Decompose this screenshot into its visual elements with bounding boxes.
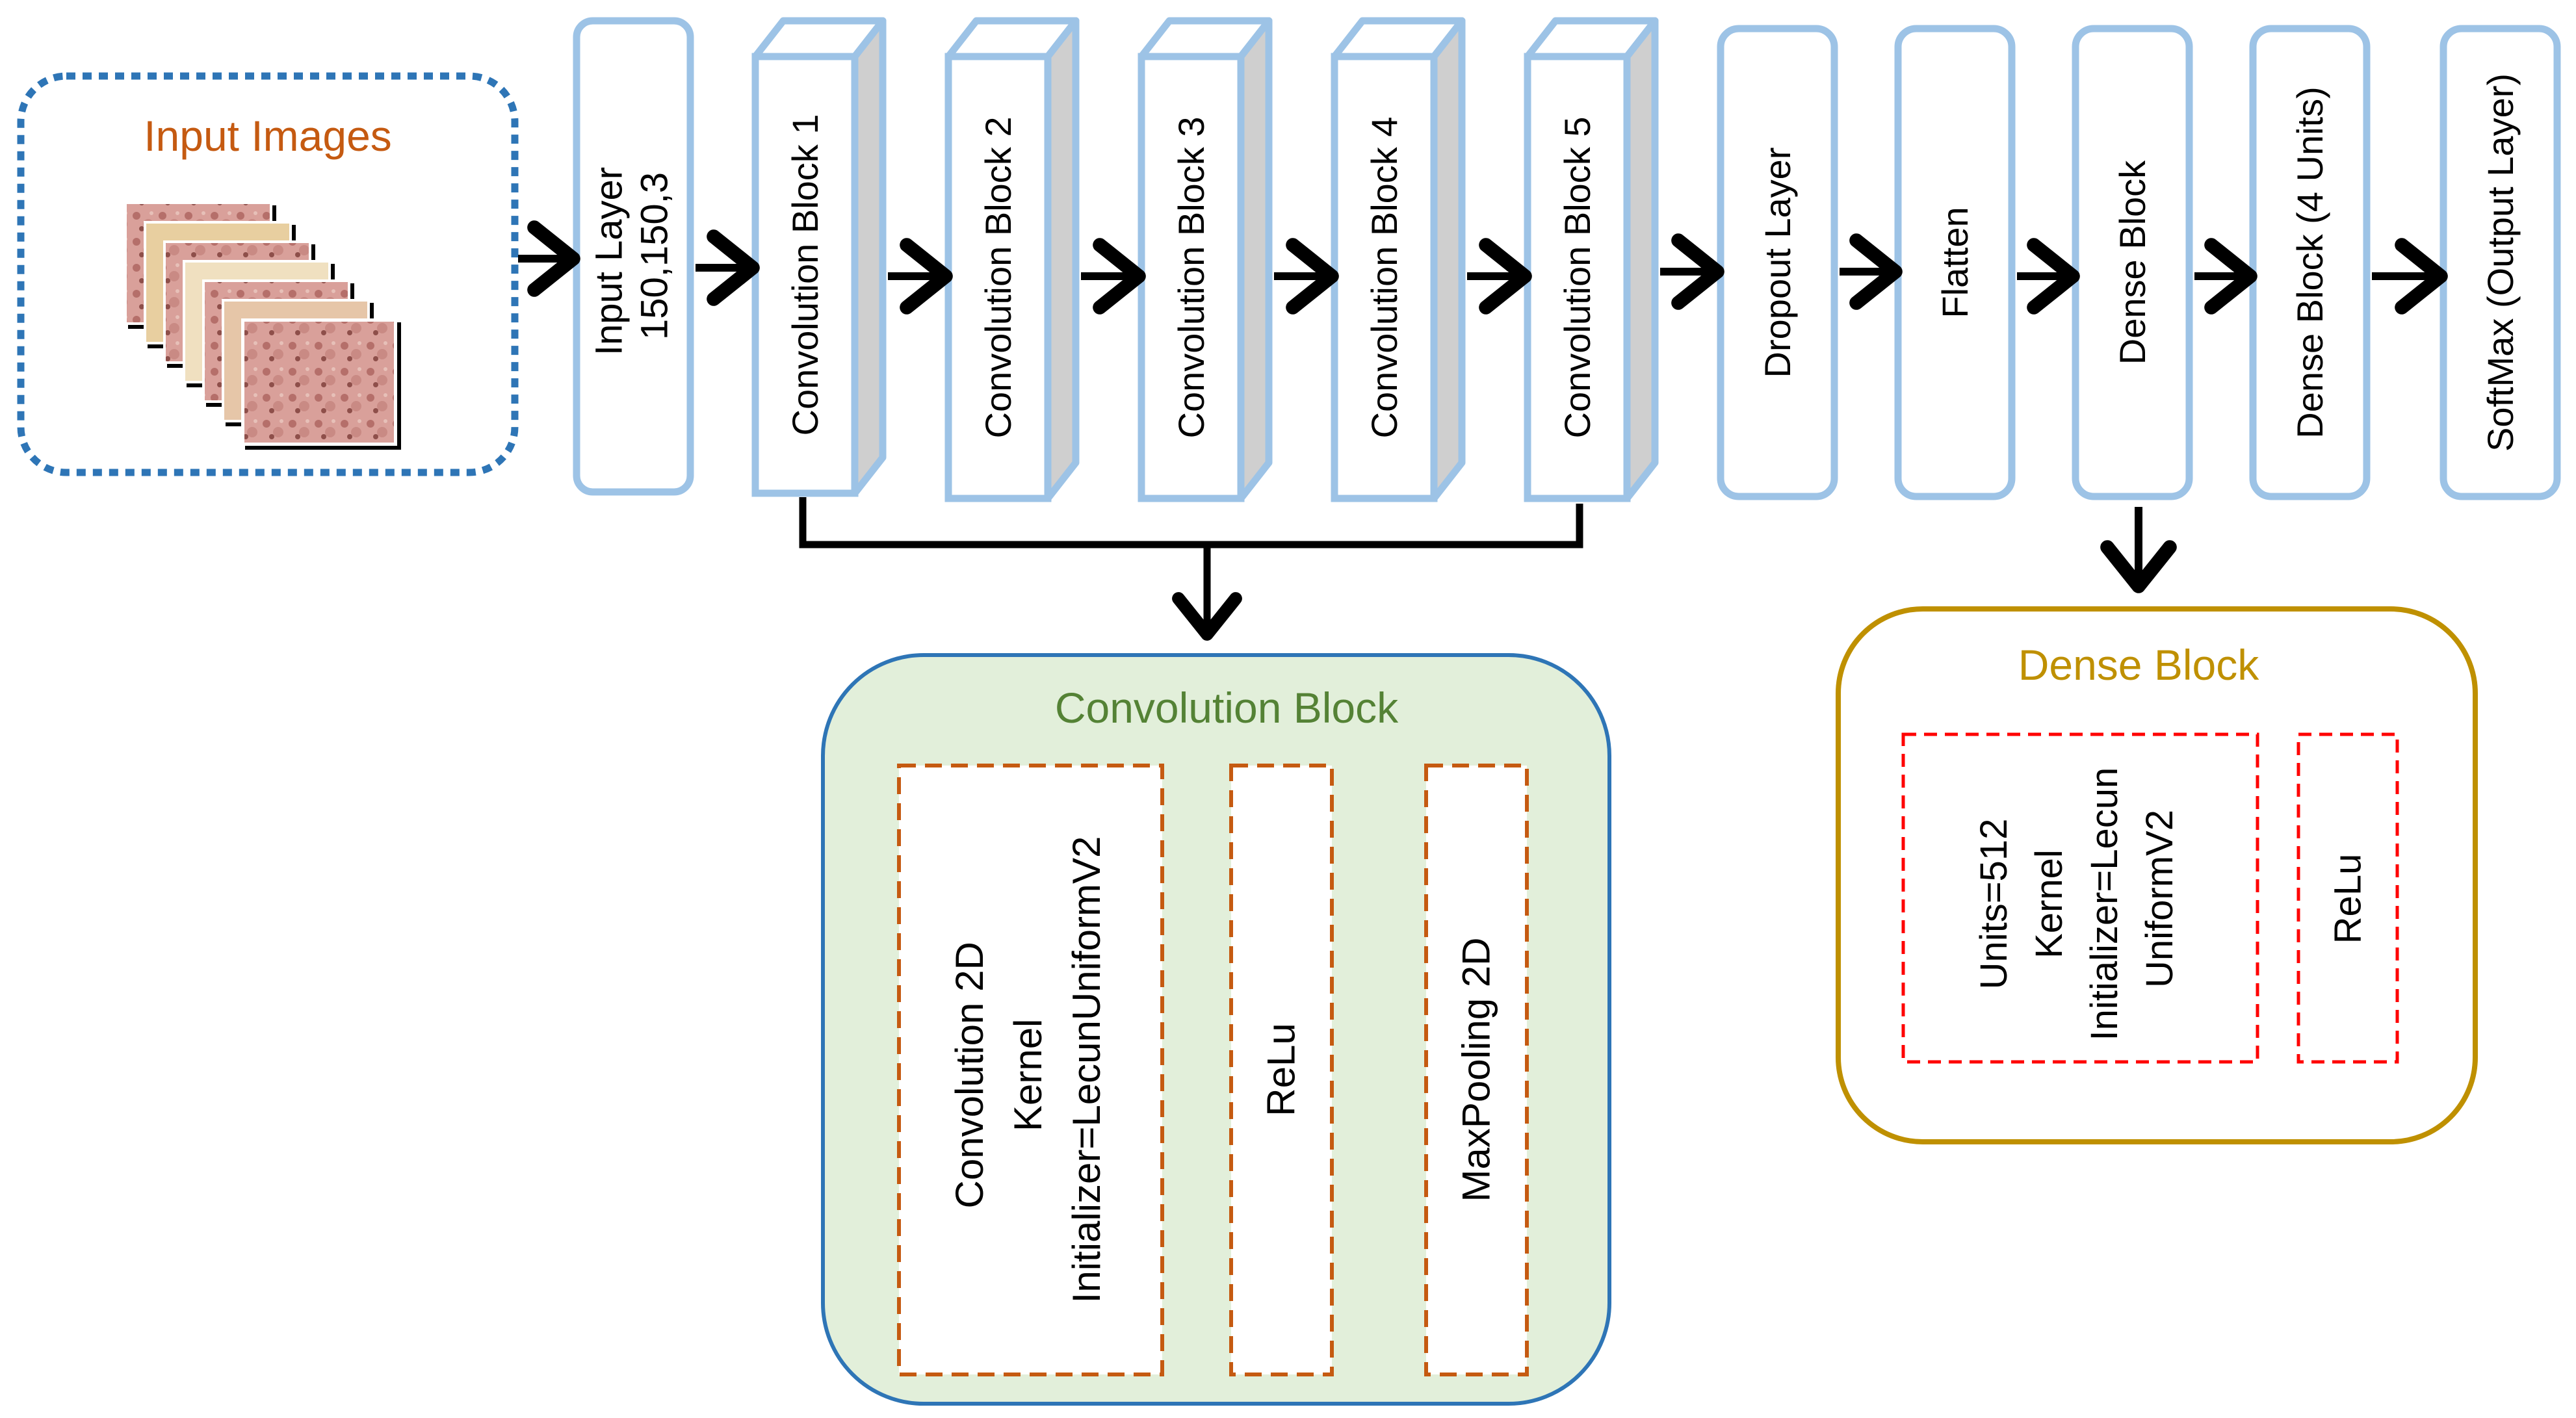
dense-units-box: Units=512 Kernel Initializer=Lecun Unifo…: [1901, 732, 2259, 1064]
conv-block-2: Convolution Block 2: [944, 17, 1080, 502]
convolution-block-title: Convolution Block: [1055, 684, 1399, 732]
dense-units-line2: Kernel: [2028, 849, 2070, 959]
image-stack: [124, 201, 401, 450]
softmax-output-label: SoftMax (Output Layer): [2480, 73, 2521, 452]
conv-block-4: Convolution Block 4: [1331, 17, 1466, 502]
input-layer-shape: 150,150,3: [634, 172, 676, 340]
conv-block-3-label: Convolution Block 3: [1171, 117, 1212, 439]
conv-block-5-label: Convolution Block 5: [1557, 117, 1598, 439]
dense-block-title: Dense Block: [2018, 641, 2260, 689]
dense-block-box: Dense Block: [2072, 25, 2193, 500]
svg-text:Convolution 2D Kernel: Convolution 2D Kernel Initializer=LecunU…: [948, 836, 1108, 1304]
maxpooling-label: MaxPooling 2D: [1455, 938, 1498, 1202]
conv-block-2-label: Convolution Block 2: [978, 117, 1019, 439]
conv-block-1-label: Convolution Block 1: [785, 114, 826, 436]
dense-block-4-units-box: Dense Block (4 Units): [2249, 25, 2371, 500]
dense-relu-box: ReLu: [2296, 732, 2399, 1064]
conv-relu-label: ReLu: [1260, 1023, 1303, 1116]
pipeline-arrows: [518, 220, 2448, 315]
dense-relu-label: ReLu: [2327, 854, 2369, 944]
dropout-layer-label: Dropout Layer: [1757, 148, 1798, 378]
dense-units-line4: UniformV2: [2139, 810, 2181, 988]
maxpooling-box: MaxPooling 2D: [1424, 764, 1529, 1376]
conv2d-line2: Kernel: [1006, 1019, 1050, 1131]
conv2d-line1: Convolution 2D: [948, 942, 991, 1208]
dense-block-detail-panel: Dense Block Units=512 Kernel Initializer…: [1836, 606, 2478, 1144]
dense-units-line3: Initializer=Lecun: [2083, 767, 2126, 1041]
convolution-block-detail-panel: Convolution Block Convolution 2D Kernel …: [821, 653, 1611, 1406]
dropout-layer-box: Dropout Layer: [1717, 25, 1838, 500]
skin-lesion-image: [244, 322, 394, 443]
input-layer-box: Input Layer 150,150,3: [573, 17, 694, 496]
dense-block-label: Dense Block: [2112, 160, 2153, 365]
svg-text:Input Layer 150,150,3: Input Layer 150,150,3: [588, 157, 676, 355]
conv-bracket-connector: [799, 497, 1583, 641]
svg-text:Units=512 Kernel: Units=512 Kernel Initializer=Lecun Unifo…: [1973, 757, 2181, 1041]
conv-block-1: Convolution Block 1: [751, 17, 887, 497]
relu-box: ReLu: [1229, 764, 1334, 1376]
dense-block-4-units-label: Dense Block (4 Units): [2289, 86, 2330, 439]
softmax-output-box: SoftMax (Output Layer): [2439, 25, 2561, 500]
conv-block-3: Convolution Block 3: [1138, 17, 1273, 502]
conv2d-box: Convolution 2D Kernel Initializer=LecunU…: [897, 764, 1164, 1376]
conv2d-line3: Initializer=LecunUniformV2: [1065, 836, 1108, 1304]
flatten-box: Flatten: [1894, 25, 2016, 500]
dense-units-line1: Units=512: [1973, 819, 2015, 990]
input-images-panel: Input Images: [17, 72, 519, 476]
conv-block-5: Convolution Block 5: [1524, 17, 1659, 502]
conv-block-4-label: Convolution Block 4: [1364, 117, 1405, 439]
input-layer-label: Input Layer: [588, 167, 631, 355]
input-images-title: Input Images: [144, 112, 392, 160]
flatten-label: Flatten: [1934, 207, 1975, 318]
